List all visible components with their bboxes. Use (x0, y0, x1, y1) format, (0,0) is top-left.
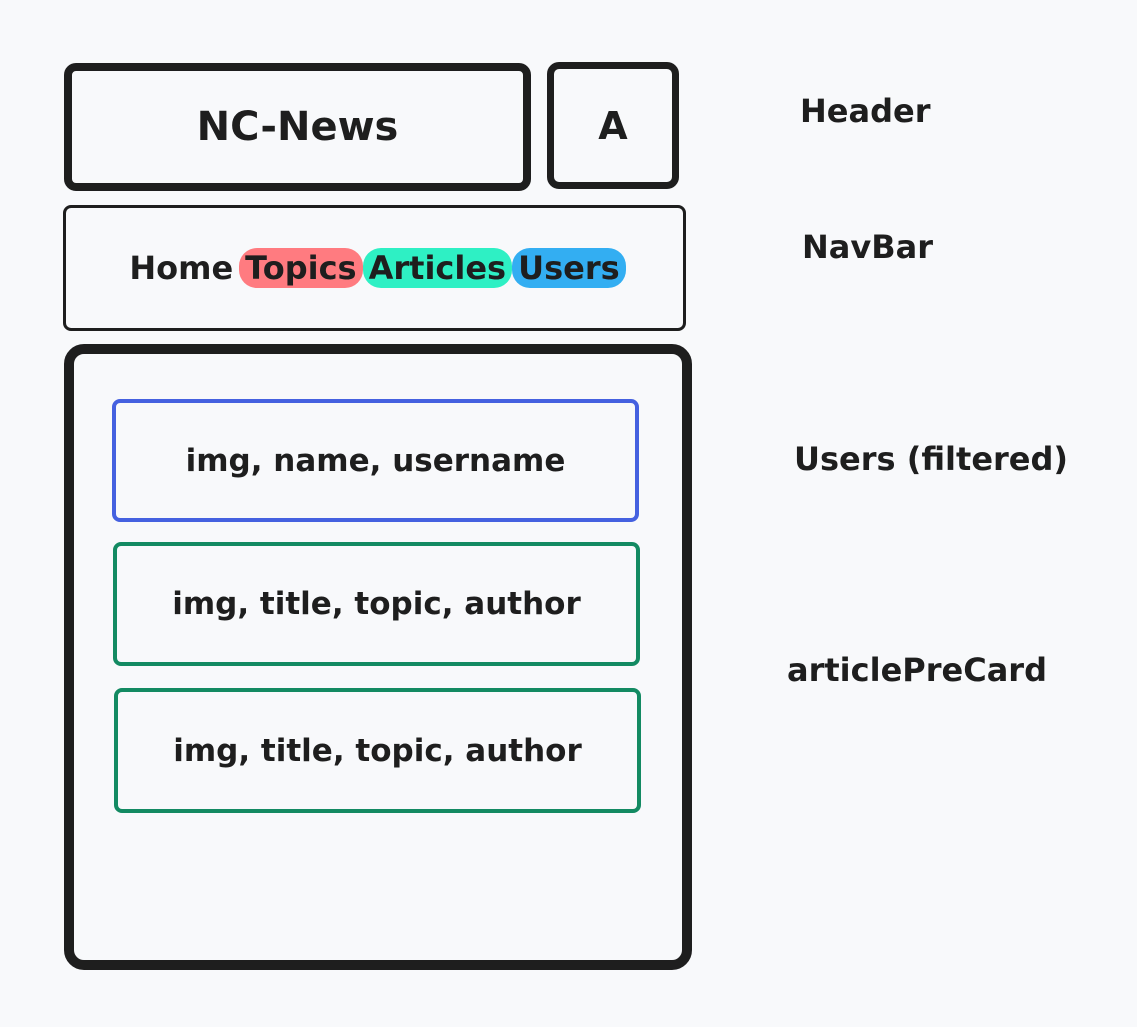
article-card-text: img, title, topic, author (172, 586, 581, 622)
header-title-box: NC-News (64, 63, 531, 191)
avatar-letter: A (598, 103, 628, 148)
article-pre-card[interactable]: img, title, topic, author (114, 688, 641, 813)
article-card-text: img, title, topic, author (173, 732, 582, 769)
nav-item-home[interactable]: Home (129, 249, 234, 287)
annotation-users: Users (filtered) (794, 440, 1069, 478)
annotation-navbar: NavBar (802, 228, 933, 266)
site-title: NC-News (196, 104, 399, 150)
nav-item-users[interactable]: Users (512, 248, 626, 288)
annotation-header: Header (800, 92, 931, 130)
avatar[interactable]: A (547, 62, 679, 189)
main-content-box (64, 344, 692, 970)
annotation-article-pre-card: articlePreCard (787, 651, 1047, 689)
article-pre-card[interactable]: img, title, topic, author (113, 542, 640, 666)
user-card[interactable]: img, name, username (112, 399, 639, 522)
nav-item-topics[interactable]: Topics (239, 248, 363, 288)
nav-item-articles[interactable]: Articles (362, 248, 513, 288)
user-card-text: img, name, username (185, 442, 566, 479)
